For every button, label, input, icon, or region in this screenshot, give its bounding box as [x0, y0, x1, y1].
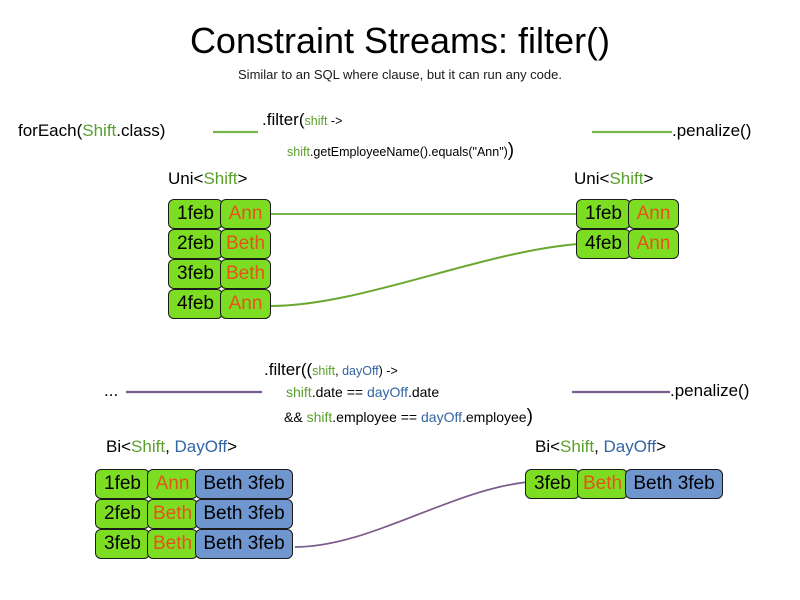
uni-input-row-2-employee: Beth [220, 229, 271, 259]
bi-filter-line2-mid: .date == [311, 384, 367, 400]
foreach-prefix: forEach( [18, 121, 83, 140]
bi-filter-head: .filter(( [264, 360, 313, 379]
uni-input-row-3[interactable]: 3feb Beth [168, 259, 271, 289]
uni-input-row-4-date: 4feb [168, 289, 223, 319]
bi-output-row-1-employee: Beth [577, 469, 628, 499]
bi-output-header-type1: Shift [560, 437, 595, 456]
uni-output-header-type: Shift [609, 169, 644, 188]
uni-input-row-1-employee: Ann [220, 199, 271, 229]
uni-input-row-2-date: 2feb [168, 229, 223, 259]
link-uni-row4 [270, 243, 579, 307]
uni-penalize-label: .penalize() [672, 121, 752, 140]
bi-output-header-type2: DayOff [603, 437, 657, 456]
bi-input-row-2-date: 2feb [95, 499, 150, 529]
uni-input-row-4[interactable]: 4feb Ann [168, 289, 271, 319]
bi-filter-param1: shift [312, 364, 336, 378]
link-bi-row3 [294, 481, 529, 548]
bi-output-header-comma: , [594, 437, 604, 456]
uni-output-row-1-date: 1feb [576, 199, 631, 229]
uni-output-row-1[interactable]: 1feb Ann [576, 199, 679, 229]
bi-filter-line3-mid: .employee == [332, 409, 421, 425]
uni-input-header-prefix: Uni< [168, 169, 204, 188]
bi-input-row-2-employee: Beth [147, 499, 198, 529]
bi-filter-line3-var1: shift [306, 409, 333, 425]
bi-output-row-1-dayoff: Beth 3feb [625, 469, 723, 499]
bi-input-header-suffix: > [227, 437, 238, 456]
page-subtitle: Similar to an SQL where clause, but it c… [238, 67, 562, 82]
uni-output-header: Uni<Shift> [574, 169, 653, 189]
bi-filter-close-paren: ) [526, 406, 533, 427]
bi-input-row-2-dayoff: Beth 3feb [195, 499, 293, 529]
bi-filter-line1: .filter((shift, dayOff) -> [264, 360, 398, 380]
bi-input-row-1-dayoff: Beth 3feb [195, 469, 293, 499]
foreach-label: forEach(Shift.class) [18, 121, 165, 141]
bi-output-header-suffix: > [656, 437, 667, 456]
bi-input-row-2[interactable]: 2feb Beth Beth 3feb [95, 499, 293, 529]
bi-input-row-1-date: 1feb [95, 469, 150, 499]
bi-output-header-prefix: Bi< [535, 437, 561, 456]
bi-input-header-comma: , [165, 437, 175, 456]
uni-filter-line2: shift.getEmployeeName().equals("Ann")) [287, 140, 514, 162]
uni-output-row-1-employee: Ann [628, 199, 679, 229]
uni-input-header: Uni<Shift> [168, 169, 247, 189]
uni-output-row-2-date: 4feb [576, 229, 631, 259]
bi-input-row-3-dayoff: Beth 3feb [195, 529, 293, 559]
bi-output-row-1-date: 3feb [525, 469, 580, 499]
bi-filter-line3: && shift.employee == dayOff.employee) [284, 406, 533, 428]
bi-input-header-type2: DayOff [174, 437, 228, 456]
uni-output-header-prefix: Uni< [574, 169, 610, 188]
uni-input-header-suffix: > [237, 169, 248, 188]
uni-filter-head: .filter( [262, 110, 305, 129]
foreach-suffix: .class) [116, 121, 166, 140]
uni-input-row-3-date: 3feb [168, 259, 223, 289]
uni-input-row-1[interactable]: 1feb Ann [168, 199, 271, 229]
uni-filter-body-rest: .getEmployeeName().equals("Ann") [309, 145, 508, 159]
bi-input-row-1[interactable]: 1feb Ann Beth 3feb [95, 469, 293, 499]
bi-filter-line3-and: && [284, 409, 307, 425]
bi-filter-line3-var2: dayOff [421, 409, 462, 425]
bi-filter-comma: , [335, 364, 343, 378]
bi-input-row-3[interactable]: 3feb Beth Beth 3feb [95, 529, 293, 559]
bi-filter-line2: shift.date == dayOff.date [286, 384, 439, 400]
bi-output-header: Bi<Shift, DayOff> [535, 437, 666, 457]
bi-filter-line2-var1: shift [286, 384, 312, 400]
uni-input-row-4-employee: Ann [220, 289, 271, 319]
bi-input-row-1-employee: Ann [147, 469, 198, 499]
bi-input-header: Bi<Shift, DayOff> [106, 437, 237, 457]
bi-filter-line2-end: .date [407, 384, 440, 400]
bi-source-ellipsis: ... [104, 381, 119, 400]
bi-filter-param2: dayOff [342, 364, 379, 378]
uni-filter-param: shift [304, 114, 328, 128]
bi-filter-line2-var2: dayOff [366, 384, 408, 400]
uni-input-header-type: Shift [203, 169, 238, 188]
bi-input-header-type1: Shift [131, 437, 166, 456]
uni-filter-line1: .filter(shift -> [262, 110, 342, 130]
bi-output-row-1[interactable]: 3feb Beth Beth 3feb [525, 469, 723, 499]
bi-input-row-3-employee: Beth [147, 529, 198, 559]
uni-output-row-2[interactable]: 4feb Ann [576, 229, 679, 259]
uni-input-row-2[interactable]: 2feb Beth [168, 229, 271, 259]
uni-filter-arrow: -> [327, 114, 343, 128]
uni-output-row-2-employee: Ann [628, 229, 679, 259]
bi-penalize-label: .penalize() [670, 381, 750, 400]
page-title: Constraint Streams: filter() [189, 20, 611, 61]
bi-filter-arrow: ) -> [378, 364, 398, 378]
uni-filter-close-paren: ) [507, 140, 515, 161]
uni-input-row-1-date: 1feb [168, 199, 223, 229]
uni-input-row-3-employee: Beth [220, 259, 271, 289]
bi-input-header-prefix: Bi< [106, 437, 132, 456]
foreach-type: Shift [82, 121, 117, 140]
bi-input-row-3-date: 3feb [95, 529, 150, 559]
uni-output-header-suffix: > [643, 169, 654, 188]
uni-filter-body-var: shift [287, 145, 310, 159]
bi-filter-line3-end: .employee [462, 409, 527, 425]
